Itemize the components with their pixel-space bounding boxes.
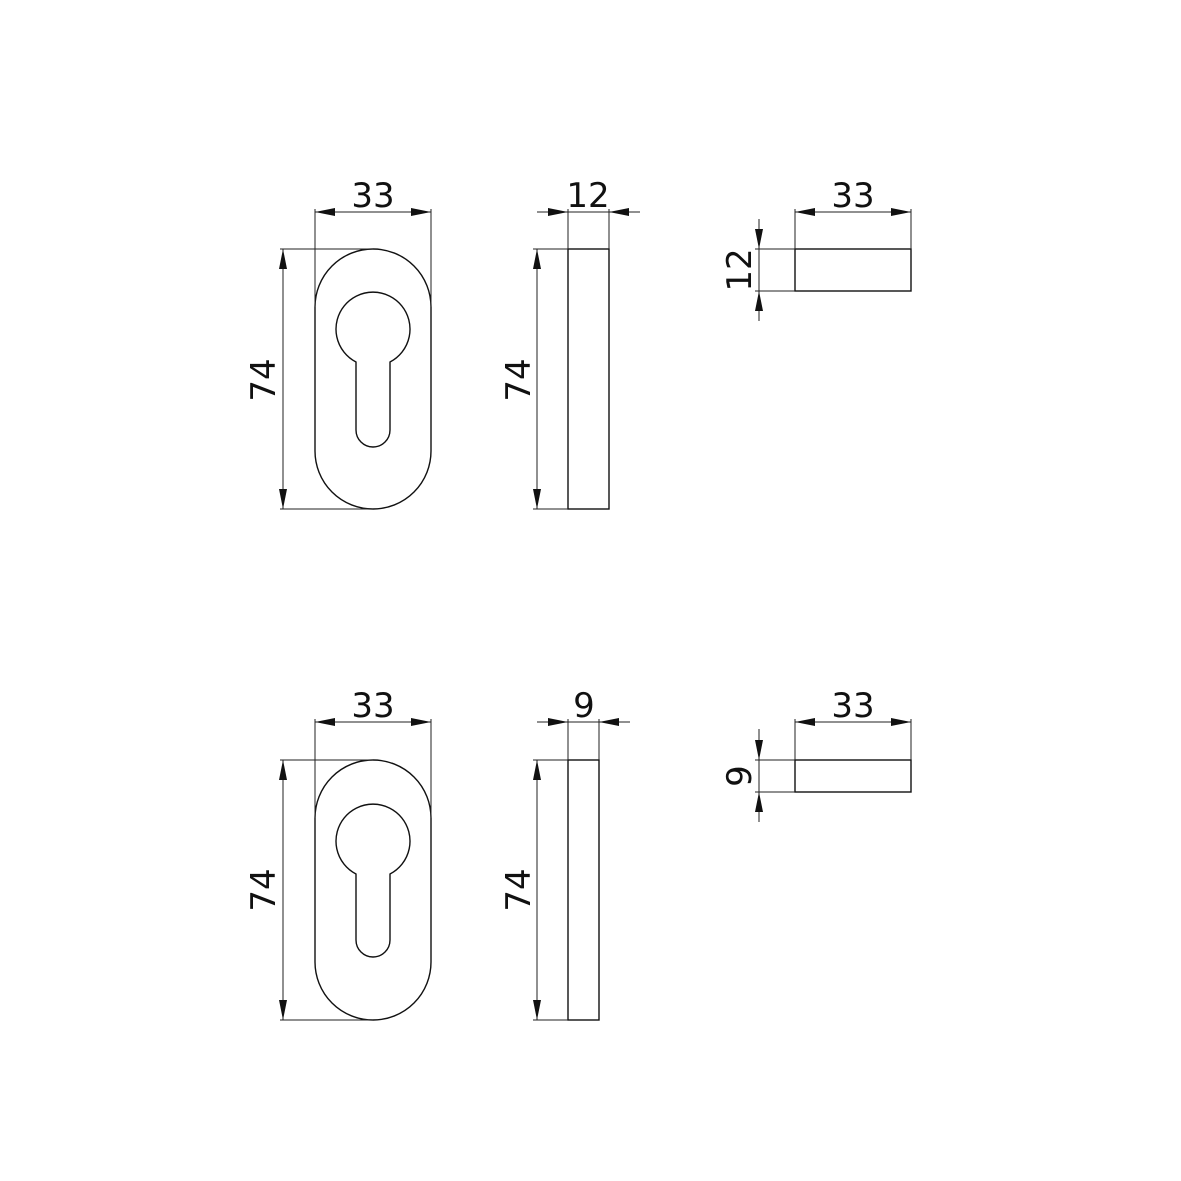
rosette-outline	[314, 248, 432, 510]
depth-dimension-label: 9	[573, 686, 595, 726]
width-dimension-label: 33	[831, 686, 874, 726]
rosette-outline	[314, 759, 432, 1021]
depth-dimension-label: 12	[566, 176, 609, 216]
front-view-1: 33 74	[244, 176, 432, 510]
top-profile	[794, 759, 912, 793]
top-view-1: 33 12	[720, 176, 912, 321]
side-view-1: 12 74	[499, 176, 640, 510]
keyhole-cutout	[335, 803, 411, 958]
width-dimension-label: 33	[831, 176, 874, 216]
height-dimension-label: 74	[244, 868, 284, 911]
side-profile	[567, 759, 600, 1021]
keyhole-cutout	[335, 291, 411, 448]
height-dimension-label: 74	[499, 358, 539, 401]
width-dimension-label: 33	[351, 686, 394, 726]
height-dimension-label: 74	[244, 358, 284, 401]
width-dimension-label: 33	[351, 176, 394, 216]
top-profile	[794, 248, 912, 292]
variant-2: 33 74 9 74 33	[244, 686, 912, 1021]
variant-1: 33 74 12 74	[244, 176, 912, 510]
top-view-2: 33 9	[720, 686, 912, 822]
height-dimension-label: 74	[499, 868, 539, 911]
side-profile	[567, 248, 610, 510]
side-view-2: 9 74	[499, 686, 630, 1021]
depth-dimension-label: 9	[720, 765, 760, 787]
front-view-2: 33 74	[244, 686, 432, 1021]
depth-dimension-label: 12	[720, 248, 760, 291]
